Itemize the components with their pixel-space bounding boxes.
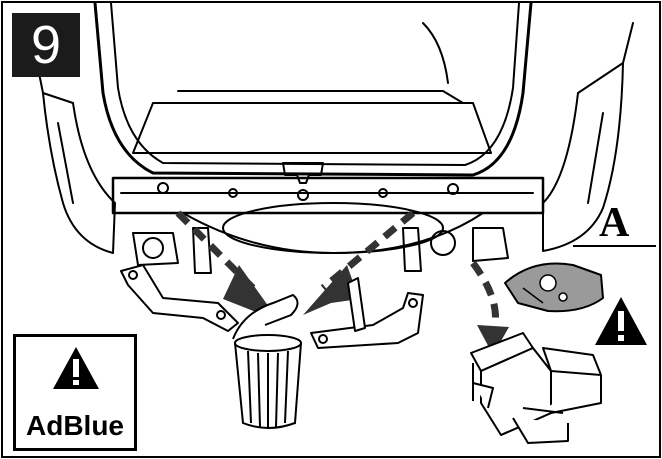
- vehicle-rear-illustration: [32, 3, 656, 444]
- step-number-badge: 9: [12, 13, 80, 77]
- warning-triangle-icon: [53, 347, 99, 389]
- trash-bin-icon: [232, 293, 303, 429]
- part-label: A: [599, 200, 630, 246]
- adblue-label: AdBlue: [26, 410, 124, 441]
- adblue-warning-box: AdBlue: [13, 334, 137, 451]
- warning-triangle-icon: [595, 297, 647, 345]
- step-number: 9: [30, 15, 62, 75]
